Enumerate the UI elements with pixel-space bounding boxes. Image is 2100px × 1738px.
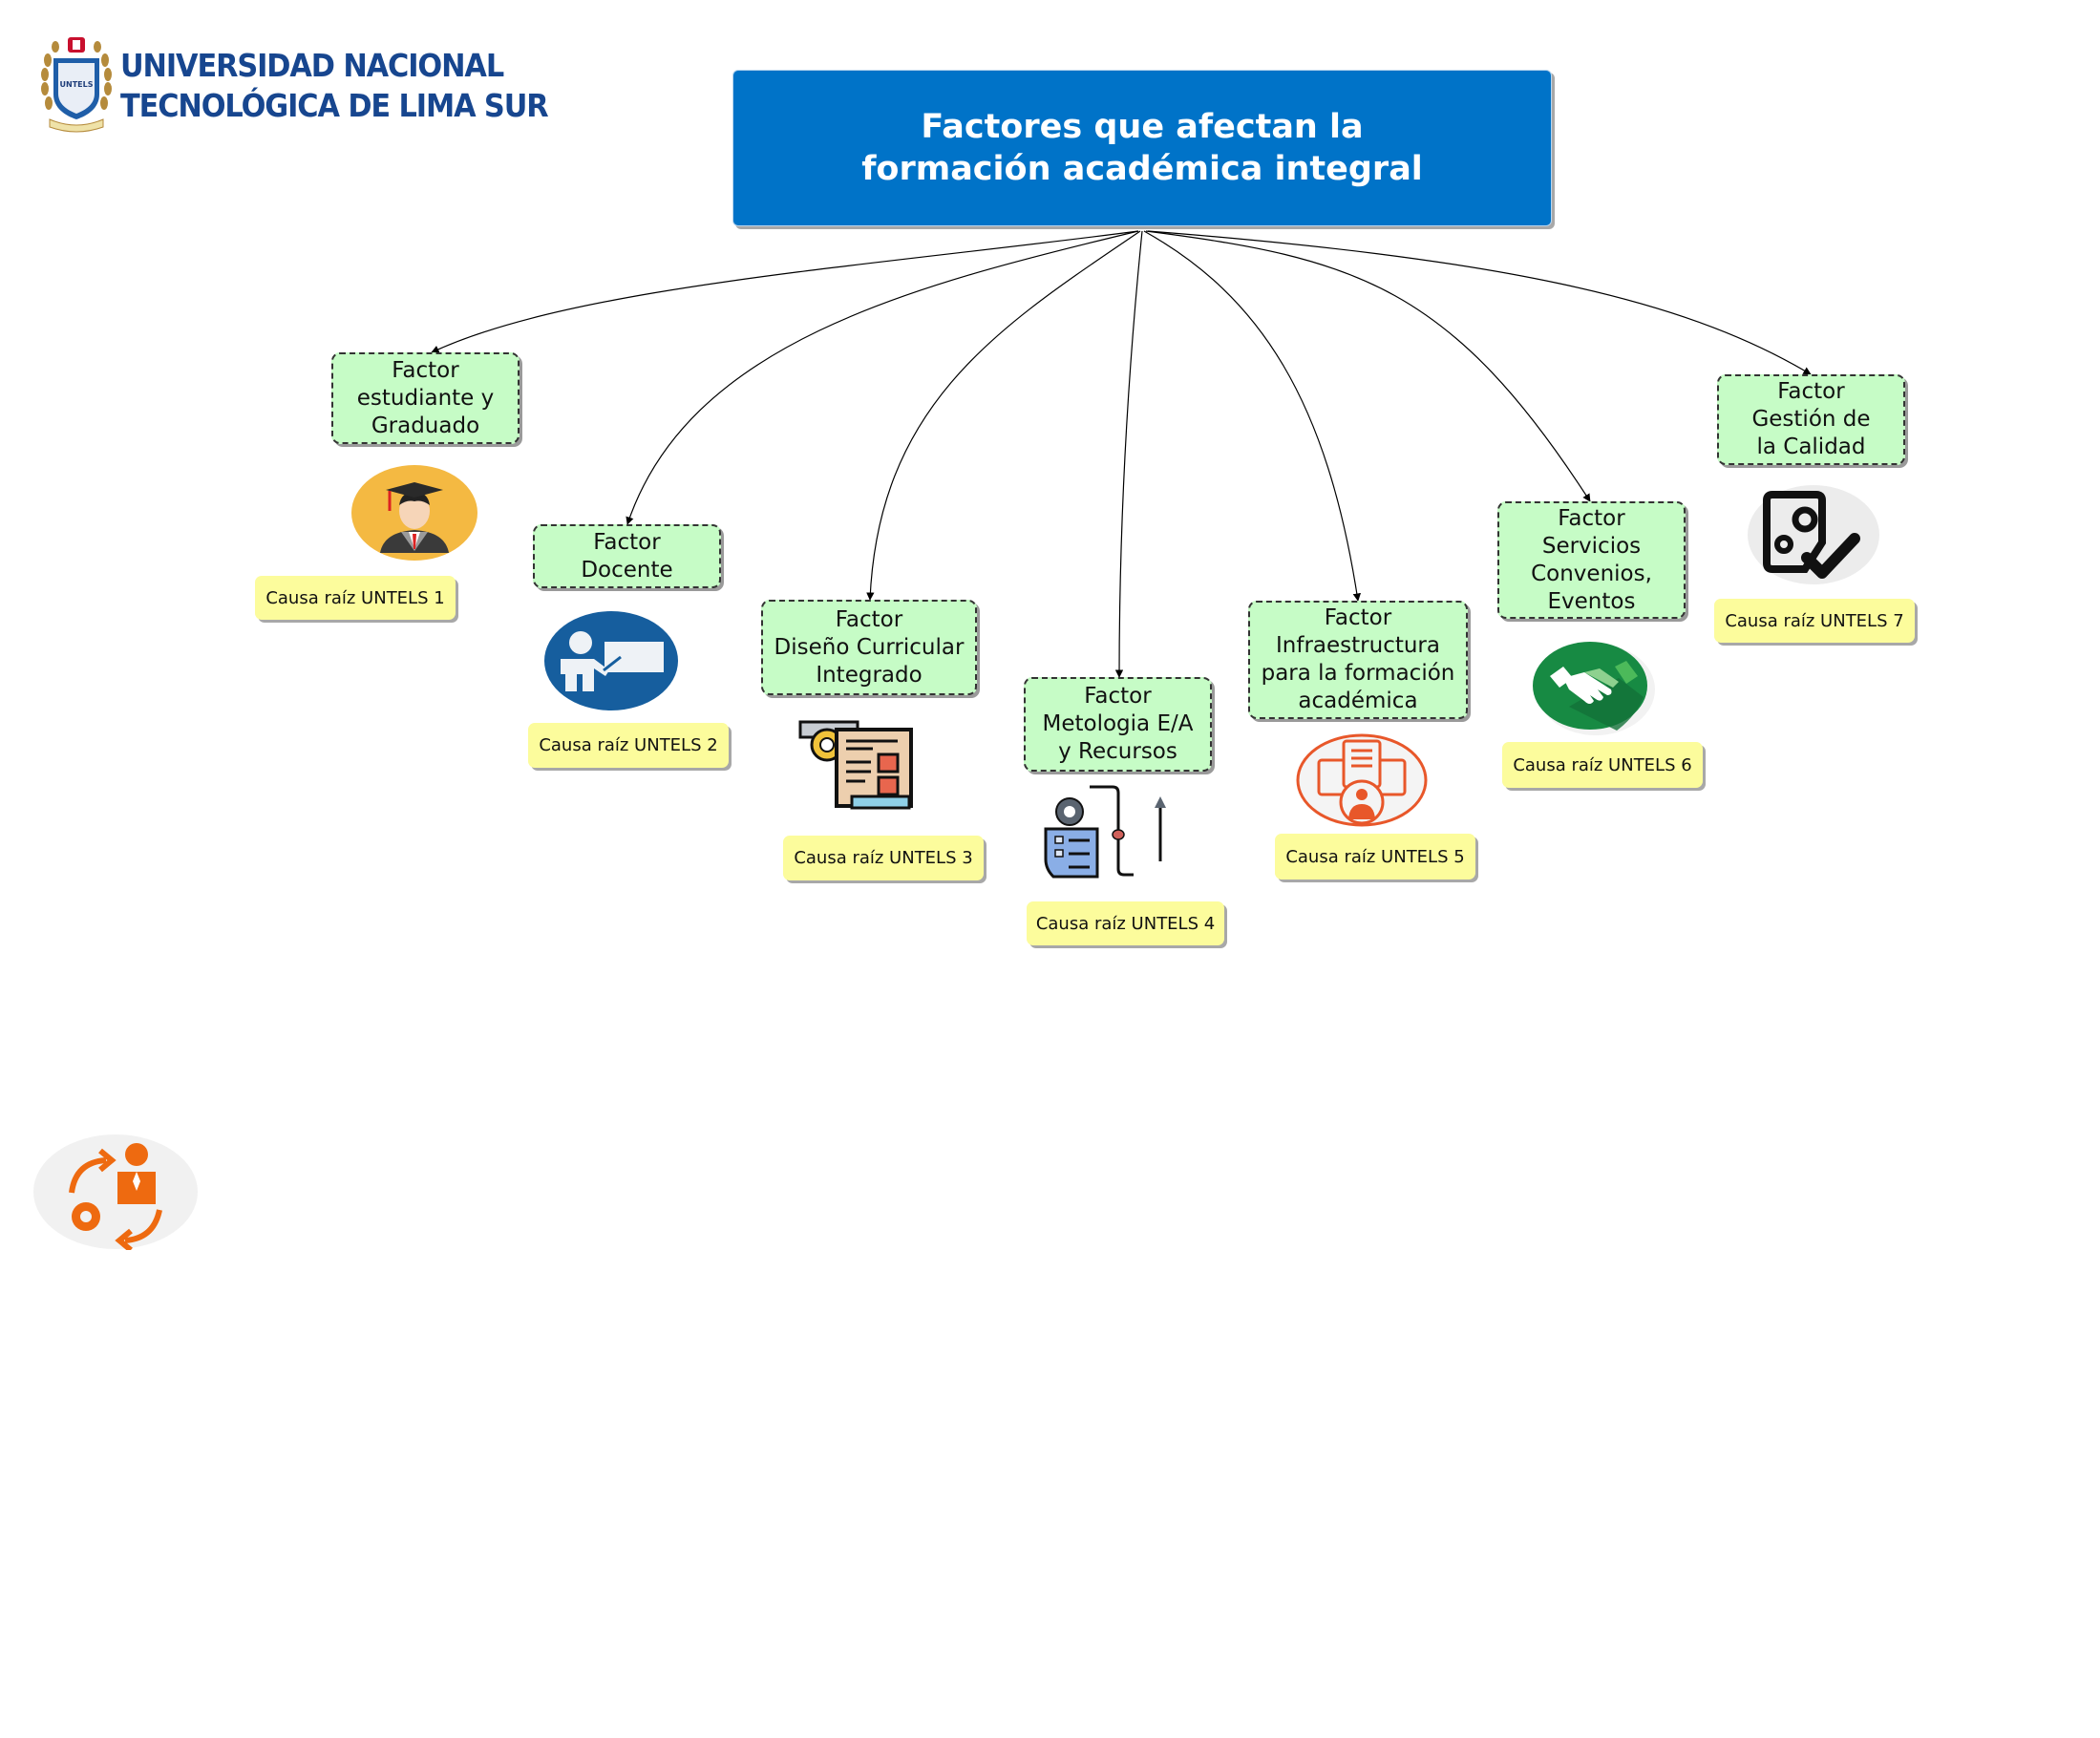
factor-diseno-curricular[interactable]: Factor Diseño Curricular Integrado [761, 600, 977, 695]
connector-infraestructura [1143, 230, 1362, 602]
causa-raiz-note-6[interactable]: Causa raíz UNTELS 6 [1502, 742, 1703, 788]
teacher-board-icon [544, 611, 678, 710]
svg-text:UNTELS: UNTELS [60, 80, 94, 89]
untels-crest-icon: UNTELS [40, 32, 113, 133]
factor-gestion-calidad[interactable]: Factor Gestión de la Calidad [1717, 374, 1905, 465]
university-name-line1: UNIVERSIDAD NACIONAL [120, 47, 504, 84]
causa-raiz-label: Causa raíz UNTELS 7 [1725, 610, 1904, 631]
infrastructure-servers-icon [1296, 733, 1428, 827]
connector-docente [626, 230, 1139, 525]
central-topic[interactable]: Factores que afectan la formación académ… [732, 70, 1552, 226]
causa-raiz-label: Causa raíz UNTELS 3 [794, 848, 973, 868]
factor-metologia-recursos[interactable]: Factor Metologia E/A y Recursos [1024, 677, 1212, 772]
factor-label: Factor Infraestructura para la formación… [1261, 605, 1455, 713]
person-gear-cycle-icon [33, 1134, 198, 1253]
title-line1: Factores que afectan la [921, 108, 1364, 146]
factor-label: Factor Diseño Curricular Integrado [774, 606, 965, 688]
causa-raiz-label: Causa raíz UNTELS 4 [1035, 913, 1216, 934]
connector-servicios [1145, 230, 1591, 502]
quality-gears-check-icon [1748, 485, 1879, 584]
factor-label: Factor estudiante y Graduado [356, 357, 495, 438]
connector-diseno [866, 230, 1141, 601]
causa-raiz-note-4[interactable]: Causa raíz UNTELS 4 [1027, 901, 1224, 945]
causa-raiz-label: Causa raíz UNTELS 6 [1513, 754, 1692, 775]
factor-estudiante-graduado[interactable]: Factor estudiante y Graduado [331, 352, 520, 444]
factor-label: Factor Metologia E/A y Recursos [1042, 684, 1194, 764]
causa-raiz-label: Causa raíz UNTELS 1 [265, 587, 445, 608]
connector-metologia [1114, 230, 1143, 678]
methodology-process-icon [1044, 783, 1170, 880]
university-name-line2: TECNOLÓGICA DE LIMA SUR [120, 87, 549, 124]
factor-infraestructura[interactable]: Factor Infraestructura para la formación… [1248, 601, 1468, 719]
title-line2: formación académica integral [861, 150, 1423, 188]
central-topic-text: Factores que afectan la formación académ… [861, 106, 1423, 190]
graduate-icon [351, 465, 477, 561]
curriculum-document-icon [798, 718, 915, 814]
causa-raiz-label: Causa raíz UNTELS 2 [539, 735, 718, 755]
causa-raiz-note-7[interactable]: Causa raíz UNTELS 7 [1714, 599, 1915, 643]
causa-raiz-note-1[interactable]: Causa raíz UNTELS 1 [255, 576, 456, 620]
causa-raiz-note-2[interactable]: Causa raíz UNTELS 2 [528, 723, 729, 768]
factor-servicios-convenios[interactable]: Factor Servicios Convenios, Eventos [1497, 501, 1686, 619]
handshake-icon [1531, 640, 1655, 735]
factor-label: Factor Servicios Convenios, Eventos [1531, 505, 1652, 614]
causa-raiz-label: Causa raíz UNTELS 5 [1285, 846, 1465, 867]
factor-label: Factor Docente [581, 529, 673, 583]
connector-gestion [1147, 230, 1812, 375]
connector-estudiante [431, 230, 1139, 353]
factor-docente[interactable]: Factor Docente [533, 524, 721, 588]
causa-raiz-note-3[interactable]: Causa raíz UNTELS 3 [783, 836, 984, 880]
university-name: UNIVERSIDAD NACIONAL TECNOLÓGICA DE LIMA… [120, 46, 549, 126]
causa-raiz-note-5[interactable]: Causa raíz UNTELS 5 [1275, 834, 1475, 880]
factor-label: Factor Gestión de la Calidad [1751, 379, 1871, 459]
